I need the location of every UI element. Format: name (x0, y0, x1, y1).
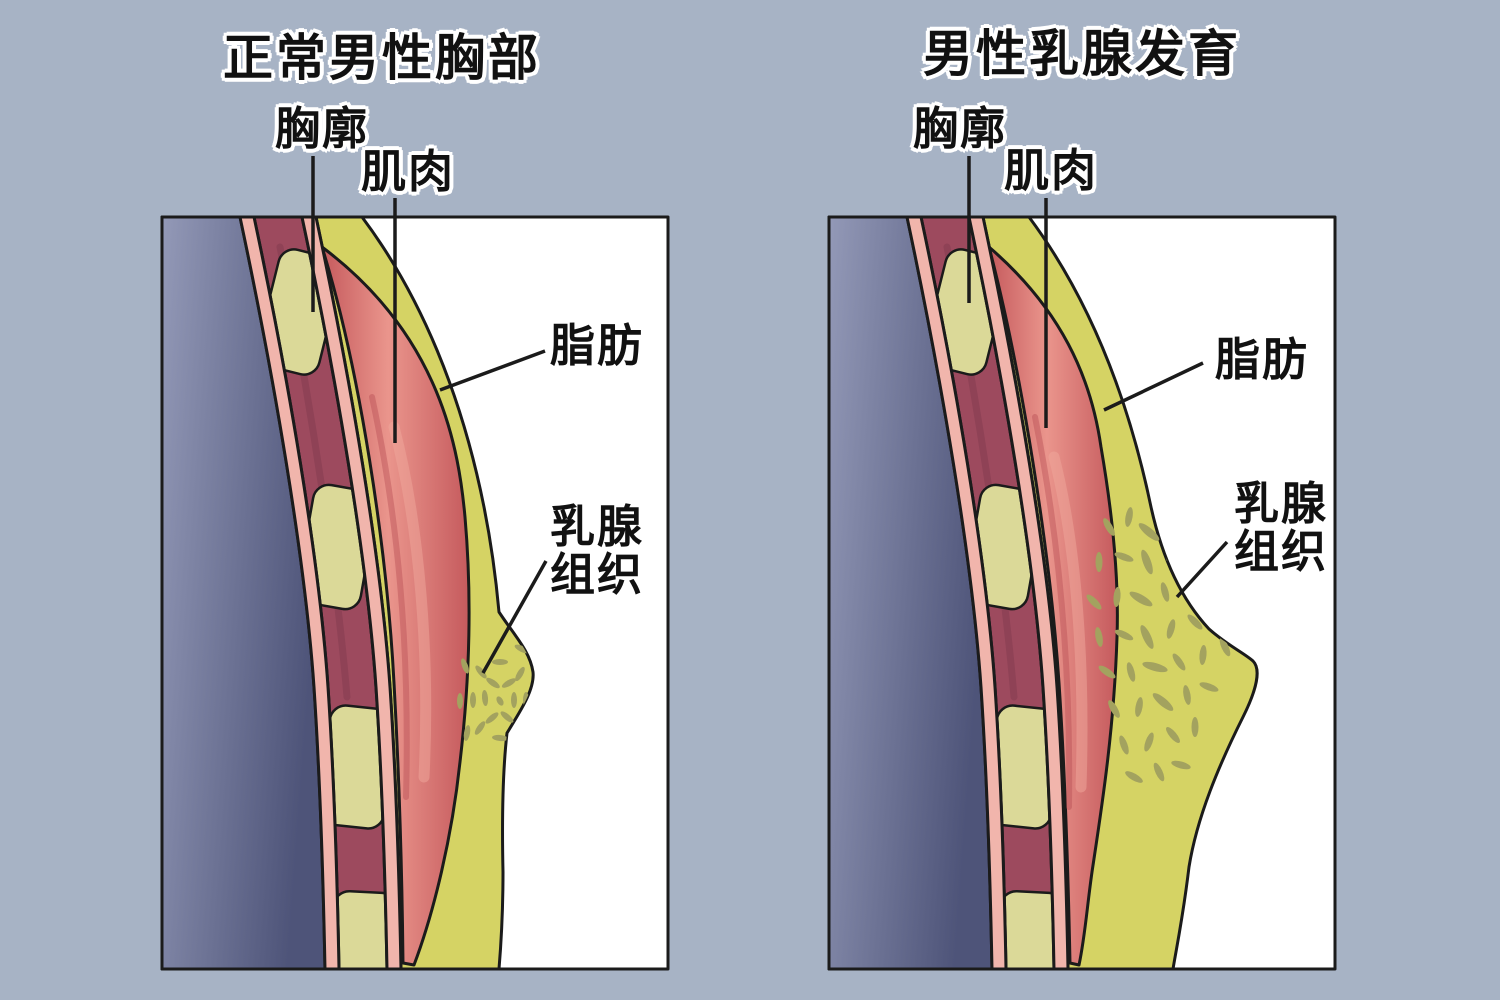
panel-border (160, 215, 670, 971)
muscle-shadow-streak (369, 394, 410, 800)
muscle-shape (320, 245, 471, 967)
label-muscle-left: 肌肉 (360, 146, 456, 197)
panel-title-left: 正常男性胸部 (223, 30, 541, 86)
label-ribcage-left: 胸廓 (274, 103, 370, 154)
label-muscle-right: 肌肉 (1003, 145, 1099, 196)
label-gland-right: 乳腺 组织 (1234, 480, 1328, 575)
panel-gynecomastia (827, 215, 1337, 971)
fat-leader-line-right (1103, 361, 1204, 412)
panel-border (827, 215, 1337, 971)
label-fat-left: 脂肪 (549, 320, 645, 371)
panel-normal-chest (160, 215, 670, 971)
label-gland-left-line2: 组织 (549, 548, 645, 600)
label-gland-right-line1: 乳腺 (1233, 478, 1329, 529)
leader-lines (311, 156, 1229, 674)
label-gland-left-line1: 乳腺 (549, 501, 645, 552)
label-ribcage-right: 胸廓 (912, 103, 1008, 154)
gland-leader-line-right (1175, 540, 1229, 599)
gland-leader-line-left (481, 560, 548, 674)
label-gland-right-line2: 组织 (1233, 525, 1329, 577)
label-fat-right: 脂肪 (1214, 334, 1310, 385)
panel-title-right: 男性乳腺发育 (923, 26, 1241, 82)
muscle-highlight-streak (1048, 451, 1088, 793)
muscle-highlight-streak (388, 421, 432, 783)
fat-leader-line-left (439, 349, 546, 392)
muscle-shadow-streak (1032, 414, 1073, 810)
label-gland-left: 乳腺 组织 (550, 503, 644, 598)
